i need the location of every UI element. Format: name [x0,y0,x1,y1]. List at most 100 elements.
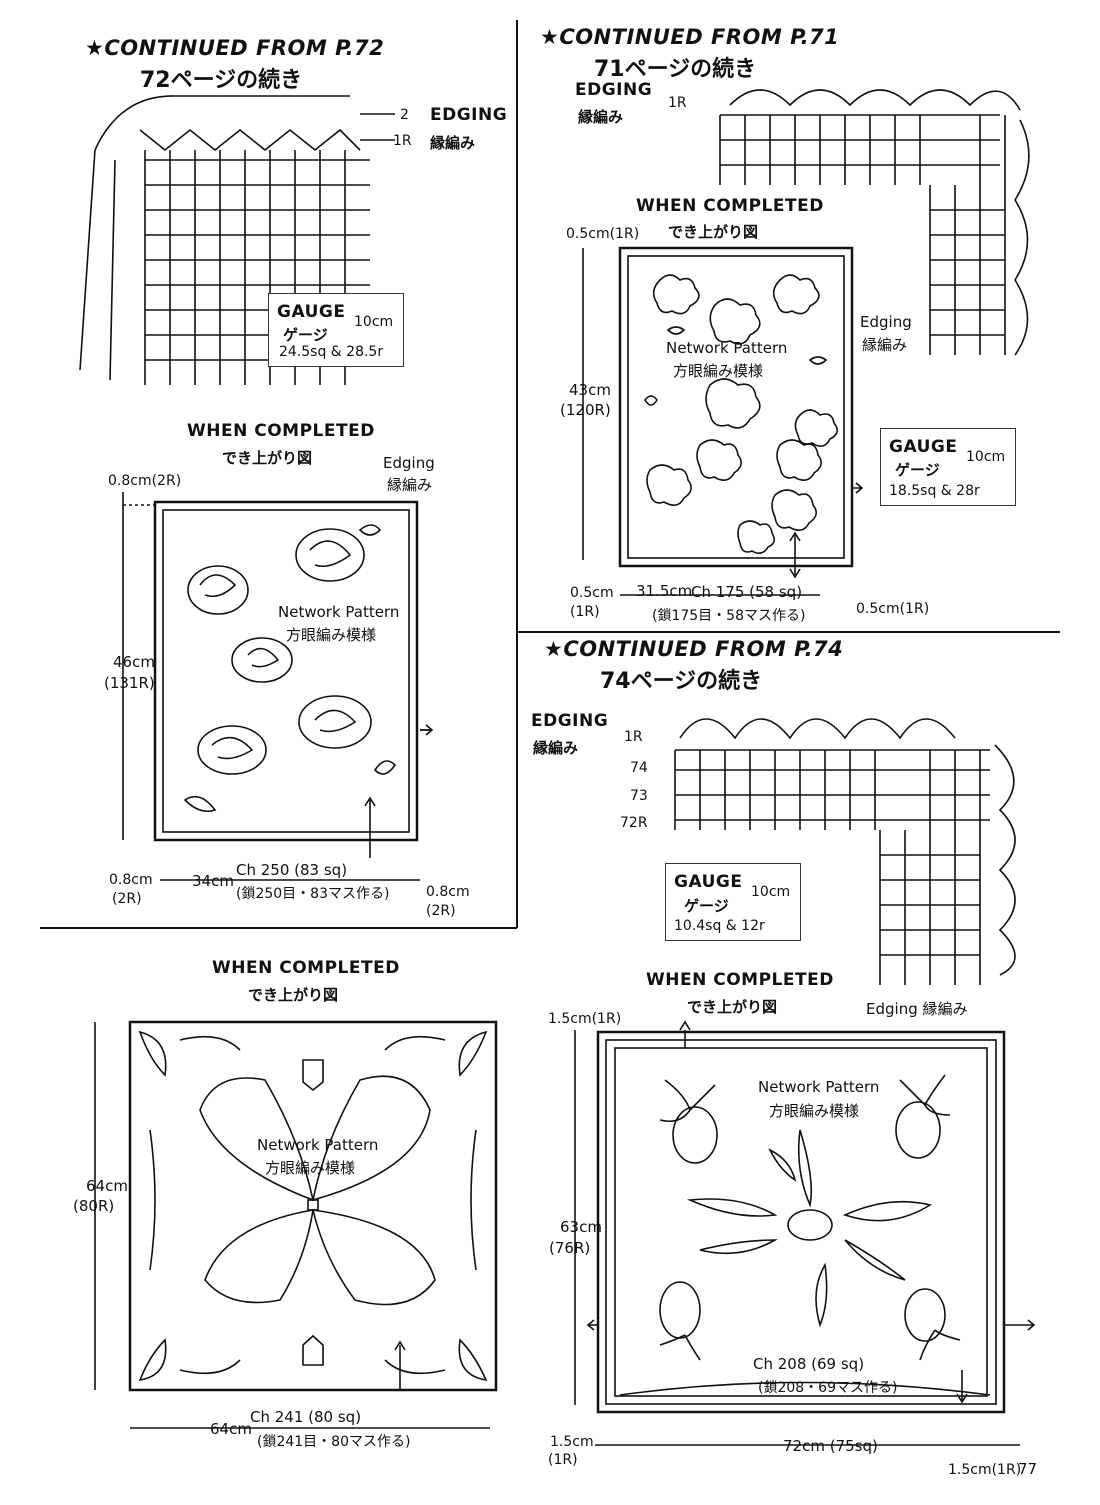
p1-gauge-value: 24.5sq & 28.5r [279,344,384,360]
p3-row-72: 72R [620,815,648,831]
p3-row-73: 73 [630,788,648,804]
p1-edge-label-jp: 縁編み [387,476,433,494]
p2-edging-chart [719,89,1030,356]
p1-dimensions [122,492,434,881]
p1-margin-bottom-right: 0.8cm [426,884,470,900]
p3-margin-bottom-right: 1.5cm(1R) [948,1462,1022,1478]
p1-rect [153,500,419,842]
p4-petal-motifs [138,1030,488,1382]
p3-completed-title: WHEN COMPLETED [646,970,834,990]
p2-margin-bottom-left: 0.5cm [570,585,614,601]
p3-rect [596,1030,1006,1414]
p2-height: 43cm [569,381,611,399]
p1-margin-bottom-left-rows: (2R) [112,891,142,907]
p2-rect [618,246,854,568]
p3-margin-top: 1.5cm(1R) [548,1011,622,1027]
p3-gauge-label-jp: ゲージ [684,897,729,915]
p1-margin-bottom-right-rows: (2R) [426,903,456,919]
p2-gauge-value: 18.5sq & 28r [889,483,980,499]
p2-margin-bottom-right: 0.5cm(1R) [856,601,930,617]
p1-edging-label: EDGING [430,105,508,125]
p3-gauge-label: GAUGE [674,872,743,892]
p3-edging-label-jp: 縁編み [533,739,579,757]
p2-pattern: Network Pattern [666,339,788,357]
p2-heading-jp: 71ページの続き [594,57,757,82]
p1-gauge-label-jp: ゲージ [283,326,328,344]
p2-completed-title: WHEN COMPLETED [636,196,824,216]
p1-width: 34cm [192,872,234,890]
p3-width: 72cm (75sq) [783,1437,878,1455]
p3-row-74: 74 [630,760,648,776]
p1-margin-top: 0.8cm(2R) [108,473,182,489]
p4-pattern: Network Pattern [257,1136,379,1154]
p2-margin-top: 0.5cm(1R) [566,226,640,242]
p1-gauge-size: 10cm [354,314,394,330]
p1-pattern: Network Pattern [278,603,400,621]
p1-height-rows: (131R) [104,674,155,692]
p3-gauge-value: 10.4sq & 12r [674,918,765,934]
p3-edging-row1: 1R [624,729,643,745]
p2-completed-title-jp: でき上がり図 [668,223,759,241]
p1-edging-chart [79,95,395,385]
p1-completed-title-jp: でき上がり図 [222,449,313,467]
p1-gauge-box: GAUGE ゲージ 10cm 24.5sq & 28.5r [268,293,404,367]
p1-edging-row1: 1R [393,133,412,149]
p4-chain-jp: (鎖241目・80マス作る) [257,1434,411,1450]
p2-edging-row1: 1R [668,95,687,111]
p3-chain: Ch 208 (69 sq) [753,1355,865,1373]
p3-chain-jp: (鎖208・69マス作る) [758,1380,898,1396]
p3-edging-chart [674,718,1016,985]
p2-edge-label: Edging [860,313,912,331]
p1-heading-jp: 72ページの続き [140,68,303,93]
page-number: 77 [1018,1460,1038,1478]
p1-pattern-jp: 方眼編み模様 [286,626,377,644]
p2-heading: ★CONTINUED FROM P.71 [540,25,840,49]
p1-margin-bottom-left: 0.8cm [109,872,153,888]
p2-chain-jp: (鎖175目・58マス作る) [652,608,806,624]
p3-margin-bottom-left-rows: (1R) [548,1452,578,1468]
p2-edging-label: EDGING [575,80,653,100]
p3-height: 63cm [560,1218,602,1236]
p1-height: 46cm [113,653,155,671]
p1-edging-row2: 2 [400,107,409,123]
p4-height-rows: (80R) [73,1197,115,1215]
p4-dimensions [94,1022,490,1429]
p3-edge-label: Edging 縁編み [866,1000,968,1018]
p1-rose-motifs [183,524,397,813]
p2-chain: Ch 175 (58 sq) [691,583,803,601]
p3-dimensions [574,1020,1036,1446]
p3-heading: ★CONTINUED FROM P.74 [544,637,844,661]
p4-height: 64cm [86,1177,128,1195]
p1-heading: ★CONTINUED FROM P.72 [85,36,385,60]
p2-pattern-jp: 方眼編み模様 [673,362,764,380]
p2-margin-bottom-left-rows: (1R) [570,604,600,620]
p3-gauge-size: 10cm [751,884,791,900]
p2-edge-label-jp: 縁編み [862,336,908,354]
p2-edging-label-jp: 縁編み [578,108,624,126]
p2-gauge-label: GAUGE [889,437,958,457]
p2-gauge-size: 10cm [966,449,1006,465]
p4-rect [128,1020,498,1392]
p4-completed-title: WHEN COMPLETED [212,958,400,978]
p1-chain: Ch 250 (83 sq) [236,861,348,879]
p2-gauge-box: GAUGE ゲージ 10cm 18.5sq & 28r [880,428,1016,506]
p4-chain: Ch 241 (80 sq) [250,1408,362,1426]
p4-width: 64cm [210,1420,252,1438]
p2-width: 31.5cm [636,582,693,600]
p3-edging-label: EDGING [531,711,609,731]
p3-pattern-jp: 方眼編み模様 [769,1102,860,1120]
p3-pattern: Network Pattern [758,1078,880,1096]
p1-completed-title: WHEN COMPLETED [187,421,375,441]
p3-gauge-box: GAUGE ゲージ 10cm 10.4sq & 12r [665,863,801,941]
p2-gauge-label-jp: ゲージ [895,461,940,479]
p3-completed-title-jp: でき上がり図 [687,998,778,1016]
p1-gauge-label: GAUGE [277,302,346,322]
p1-chain-jp: (鎖250目・83マス作る) [236,886,390,902]
p1-edge-label: Edging [383,454,435,472]
p3-heading-jp: 74ページの続き [600,669,763,694]
p2-height-rows: (120R) [560,401,611,419]
p2-flower-motifs [644,274,838,555]
p2-dimensions [582,248,864,596]
p3-orchid-motifs [619,1074,991,1396]
